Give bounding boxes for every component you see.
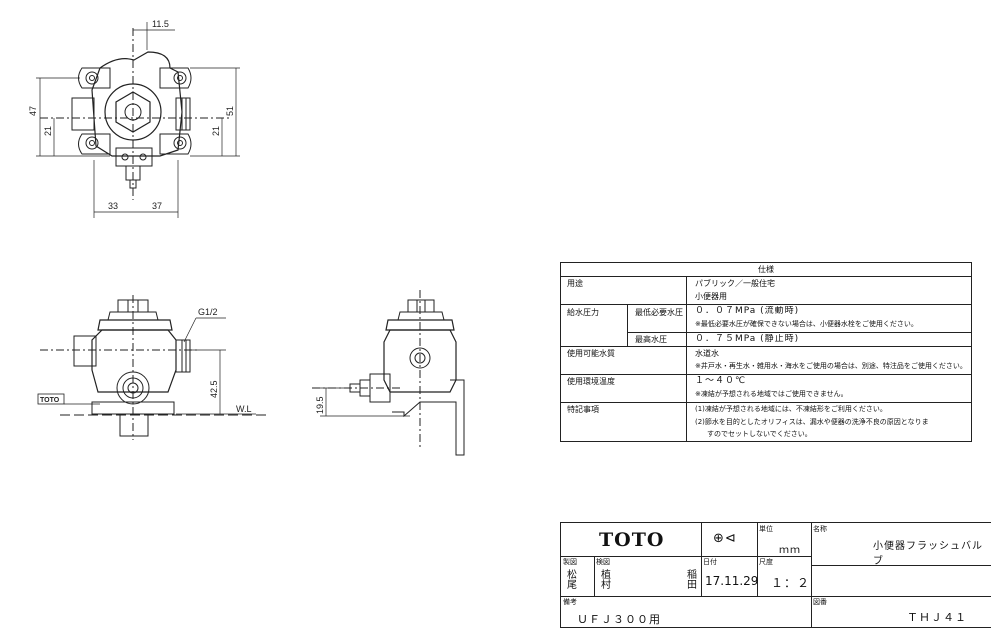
spec-temp-note: ※凍結が予想される地域ではご使用できません。 xyxy=(695,390,848,398)
drawn-by: 松尾 xyxy=(567,570,578,591)
spec-special-1: (1)凍結が予想される地域には、不凍結形をご利用ください。 xyxy=(695,405,887,413)
spec-use-value-1: パブリック／一般住宅 xyxy=(695,279,775,288)
title-block: TOTO ⊕⊲ 単位 ｍｍ 名称 小便器フラッシュバルブ 製図 検図 日付 尺度… xyxy=(560,522,991,628)
spec-use-value-2: 小便器用 xyxy=(695,292,727,301)
dim-g1-2: G1/2 xyxy=(198,307,218,317)
dim-21-right: 21 xyxy=(211,126,221,136)
date-value: 17.11.29 xyxy=(705,574,759,588)
spec-water-note: ※井戸水・再生水・雑用水・海水をご使用の場合は、別途、特注品をご使用ください。 xyxy=(695,362,967,370)
small-toto-logo: TOTO xyxy=(40,397,60,404)
checked-by: 植村 xyxy=(601,570,612,591)
dim-51: 51 xyxy=(225,106,235,116)
spec-temp-value: １～４０℃ xyxy=(695,376,747,386)
spec-use-label: 用途 xyxy=(567,279,583,288)
spec-table: 仕様 用途 パブリック／一般住宅 小便器用 給水圧力 最低必要水圧 ０．０７MP… xyxy=(560,262,972,442)
spec-min-pressure-note: ※最低必要水圧が確保できない場合は、小便器水栓をご使用ください。 xyxy=(695,320,918,328)
unit-label: 単位 xyxy=(759,525,773,533)
checked-label: 検図 xyxy=(596,558,610,566)
remarks-label: 備考 xyxy=(563,598,577,606)
scale-label: 尺度 xyxy=(759,558,773,566)
spec-temp-label: 使用環境温度 xyxy=(567,377,615,386)
spec-special-3: すのでセットしないでください。 xyxy=(707,430,812,438)
spec-title: 仕様 xyxy=(758,265,774,274)
dim-19-5: 19.5 xyxy=(315,396,325,414)
spec-min-pressure-value: ０．０７MPa (流動時) xyxy=(695,306,800,316)
spec-pressure-label: 給水圧力 xyxy=(567,308,599,317)
spec-water-label: 使用可能水質 xyxy=(567,349,615,358)
scale-value: １：２ xyxy=(771,576,811,590)
spec-min-pressure-label: 最低必要水圧 xyxy=(635,308,683,317)
spec-max-pressure-value: ０．７５MPa (静止時) xyxy=(695,334,800,344)
dim-47: 47 xyxy=(28,106,38,116)
drawing-no-value: ＴＨＪ４１ xyxy=(907,611,967,624)
drawn-label: 製図 xyxy=(563,558,577,566)
approved-by: 稲田 xyxy=(687,570,698,591)
spec-special-label: 特記事項 xyxy=(567,405,599,414)
spec-special-2: (2)節水を目的としたオリフィスは、漏水や便器の洗浄不良の原因となりま xyxy=(695,418,929,426)
dim-33: 33 xyxy=(108,201,118,211)
name-value: 小便器フラッシュバルブ xyxy=(873,541,983,567)
dim-42-5: 42.5 xyxy=(209,380,219,398)
unit-value: ｍｍ xyxy=(779,545,801,556)
date-label: 日付 xyxy=(703,558,717,566)
remarks-value: ＵＦＪ３００用 xyxy=(577,613,661,626)
top-view xyxy=(36,22,240,218)
dim-21-left: 21 xyxy=(43,126,53,136)
side-view xyxy=(312,290,465,456)
spec-max-pressure-label: 最高水圧 xyxy=(635,335,667,344)
projection-symbol: ⊕⊲ xyxy=(713,531,737,546)
spec-water-value: 水道水 xyxy=(695,349,719,358)
dim-37: 37 xyxy=(152,201,162,211)
drawing-no-label: 図番 xyxy=(813,598,827,606)
toto-logo: TOTO xyxy=(599,529,665,551)
dim-11-5: 11.5 xyxy=(152,19,169,29)
front-view xyxy=(37,295,270,440)
name-label: 名称 xyxy=(813,525,827,533)
dim-wl: W.L xyxy=(236,404,252,414)
